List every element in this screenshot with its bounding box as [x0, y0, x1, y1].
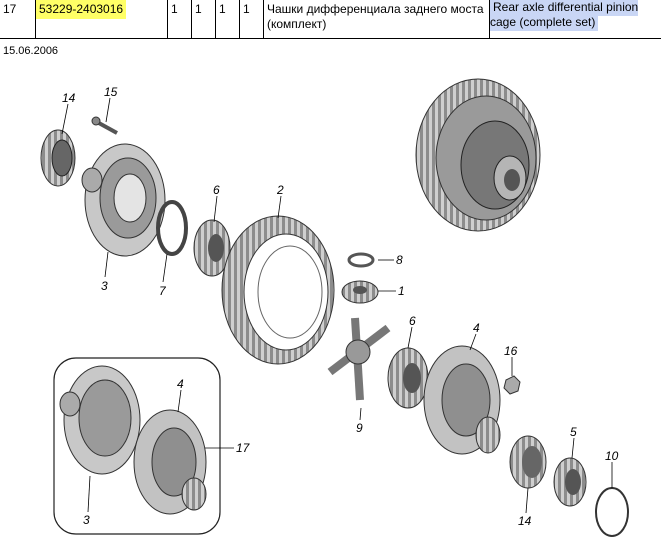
leader-lines: [61, 97, 613, 514]
cup-4-middle: [423, 345, 501, 455]
qty-cell-1: 1: [168, 0, 192, 38]
name-en-cell: Rear axle differential pinion cage (comp…: [490, 0, 661, 38]
callout-4-kit: 4: [177, 377, 184, 391]
ring-gear-2: [221, 215, 335, 365]
callout-6-middle: 6: [409, 314, 416, 328]
callout-6-top: 6: [213, 183, 220, 197]
kit-17-frame: [53, 357, 221, 535]
bearing-14-top: [40, 129, 76, 187]
callout-7: 7: [159, 284, 167, 298]
name-en: Rear axle differential pinion cage (comp…: [490, 0, 639, 31]
position-cell: 17: [0, 0, 36, 38]
bearing-5: [553, 457, 587, 507]
spider-9: [327, 317, 391, 401]
callout-8: 8: [396, 253, 403, 267]
callout-16: 16: [504, 344, 518, 358]
bolt-15: [91, 116, 118, 135]
callout-9: 9: [356, 421, 363, 435]
bearing-14-bottom: [509, 435, 547, 489]
callout-10: 10: [605, 449, 619, 463]
callout-3-kit: 3: [83, 513, 90, 527]
nut-16: [503, 375, 521, 395]
diagram-date: 15.06.2006: [3, 45, 59, 57]
gear-6-top: [193, 219, 231, 277]
qty-cell-3: 1: [216, 0, 240, 38]
part-number[interactable]: 53229-2403016: [36, 0, 127, 19]
pinion-1: [341, 280, 379, 304]
cup-3-top: [81, 143, 166, 257]
callout-2: 2: [276, 183, 284, 197]
qty-cell-4: 1: [240, 0, 264, 38]
assembled-differential: [415, 78, 541, 232]
callout-1: 1: [398, 284, 405, 298]
name-ru-cell: Чашки дифференциала заднего моста (компл…: [264, 0, 490, 38]
callout-4-middle: 4: [473, 321, 480, 335]
callout-17: 17: [236, 441, 251, 455]
parts-table-row: 17 53229-2403016 1 1 1 1 Чашки дифференц…: [0, 0, 661, 39]
washer-7: [156, 200, 188, 256]
washer-8: [347, 252, 375, 268]
gear-6-middle: [387, 347, 429, 409]
callout-15: 15: [104, 85, 118, 99]
snap-ring-10: [595, 487, 629, 537]
callout-3-top: 3: [101, 279, 108, 293]
qty-cell-2: 1: [192, 0, 216, 38]
callout-14-bottom: 14: [518, 514, 532, 528]
callout-5: 5: [570, 425, 577, 439]
part-number-cell: 53229-2403016: [36, 0, 168, 38]
callout-14-top: 14: [62, 91, 76, 105]
